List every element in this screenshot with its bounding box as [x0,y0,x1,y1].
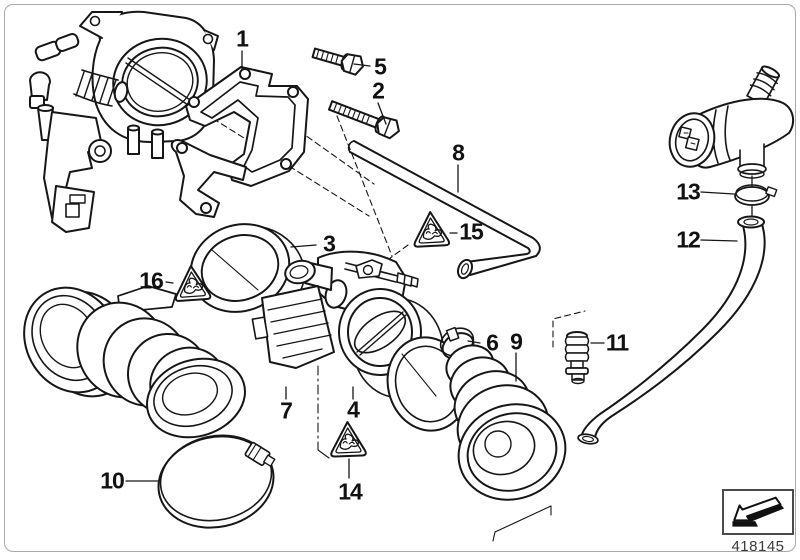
callout-3[interactable]: 3 [323,230,336,257]
throttle-body-upper [29,10,219,233]
callout-4[interactable]: 4 [347,396,360,423]
mounting-bracket [170,66,309,218]
callout-5[interactable]: 5 [374,53,387,80]
callout-6[interactable]: 6 [486,329,499,356]
callout-1[interactable]: 1 [236,25,249,52]
callout-2[interactable]: 2 [372,77,385,104]
idle-control-valve [668,65,795,217]
diagram-part-number: 418145 [731,538,785,555]
callout-9[interactable]: 9 [510,328,523,355]
callout-7[interactable]: 7 [280,397,293,424]
callout-16[interactable]: 16 [139,267,164,294]
nav-arrow-icon [732,496,785,527]
callout-12[interactable]: 12 [676,226,701,253]
leader-lines [125,50,738,482]
hose-clamp-large [157,434,276,529]
bolt-short [311,47,364,76]
bolt-long [327,100,400,140]
long-hose [577,215,766,445]
intake-boot-right [386,326,567,501]
callout-8[interactable]: 8 [452,139,465,166]
callout-11[interactable]: 11 [605,329,629,356]
warning-triangle-icon[interactable] [411,210,451,248]
callout-15[interactable]: 15 [459,218,484,245]
hose-clamp-small [734,184,778,206]
warning-triangle-icon[interactable] [329,420,367,458]
callout-10[interactable]: 10 [100,467,125,494]
nav-thumbnail-box[interactable] [722,489,794,535]
intake-boot-left [23,285,276,529]
vent-hose [347,140,541,280]
callout-13[interactable]: 13 [676,178,701,205]
valve-top-nipple [746,65,781,106]
callout-14[interactable]: 14 [338,478,363,505]
nipple-fitting [564,331,590,385]
